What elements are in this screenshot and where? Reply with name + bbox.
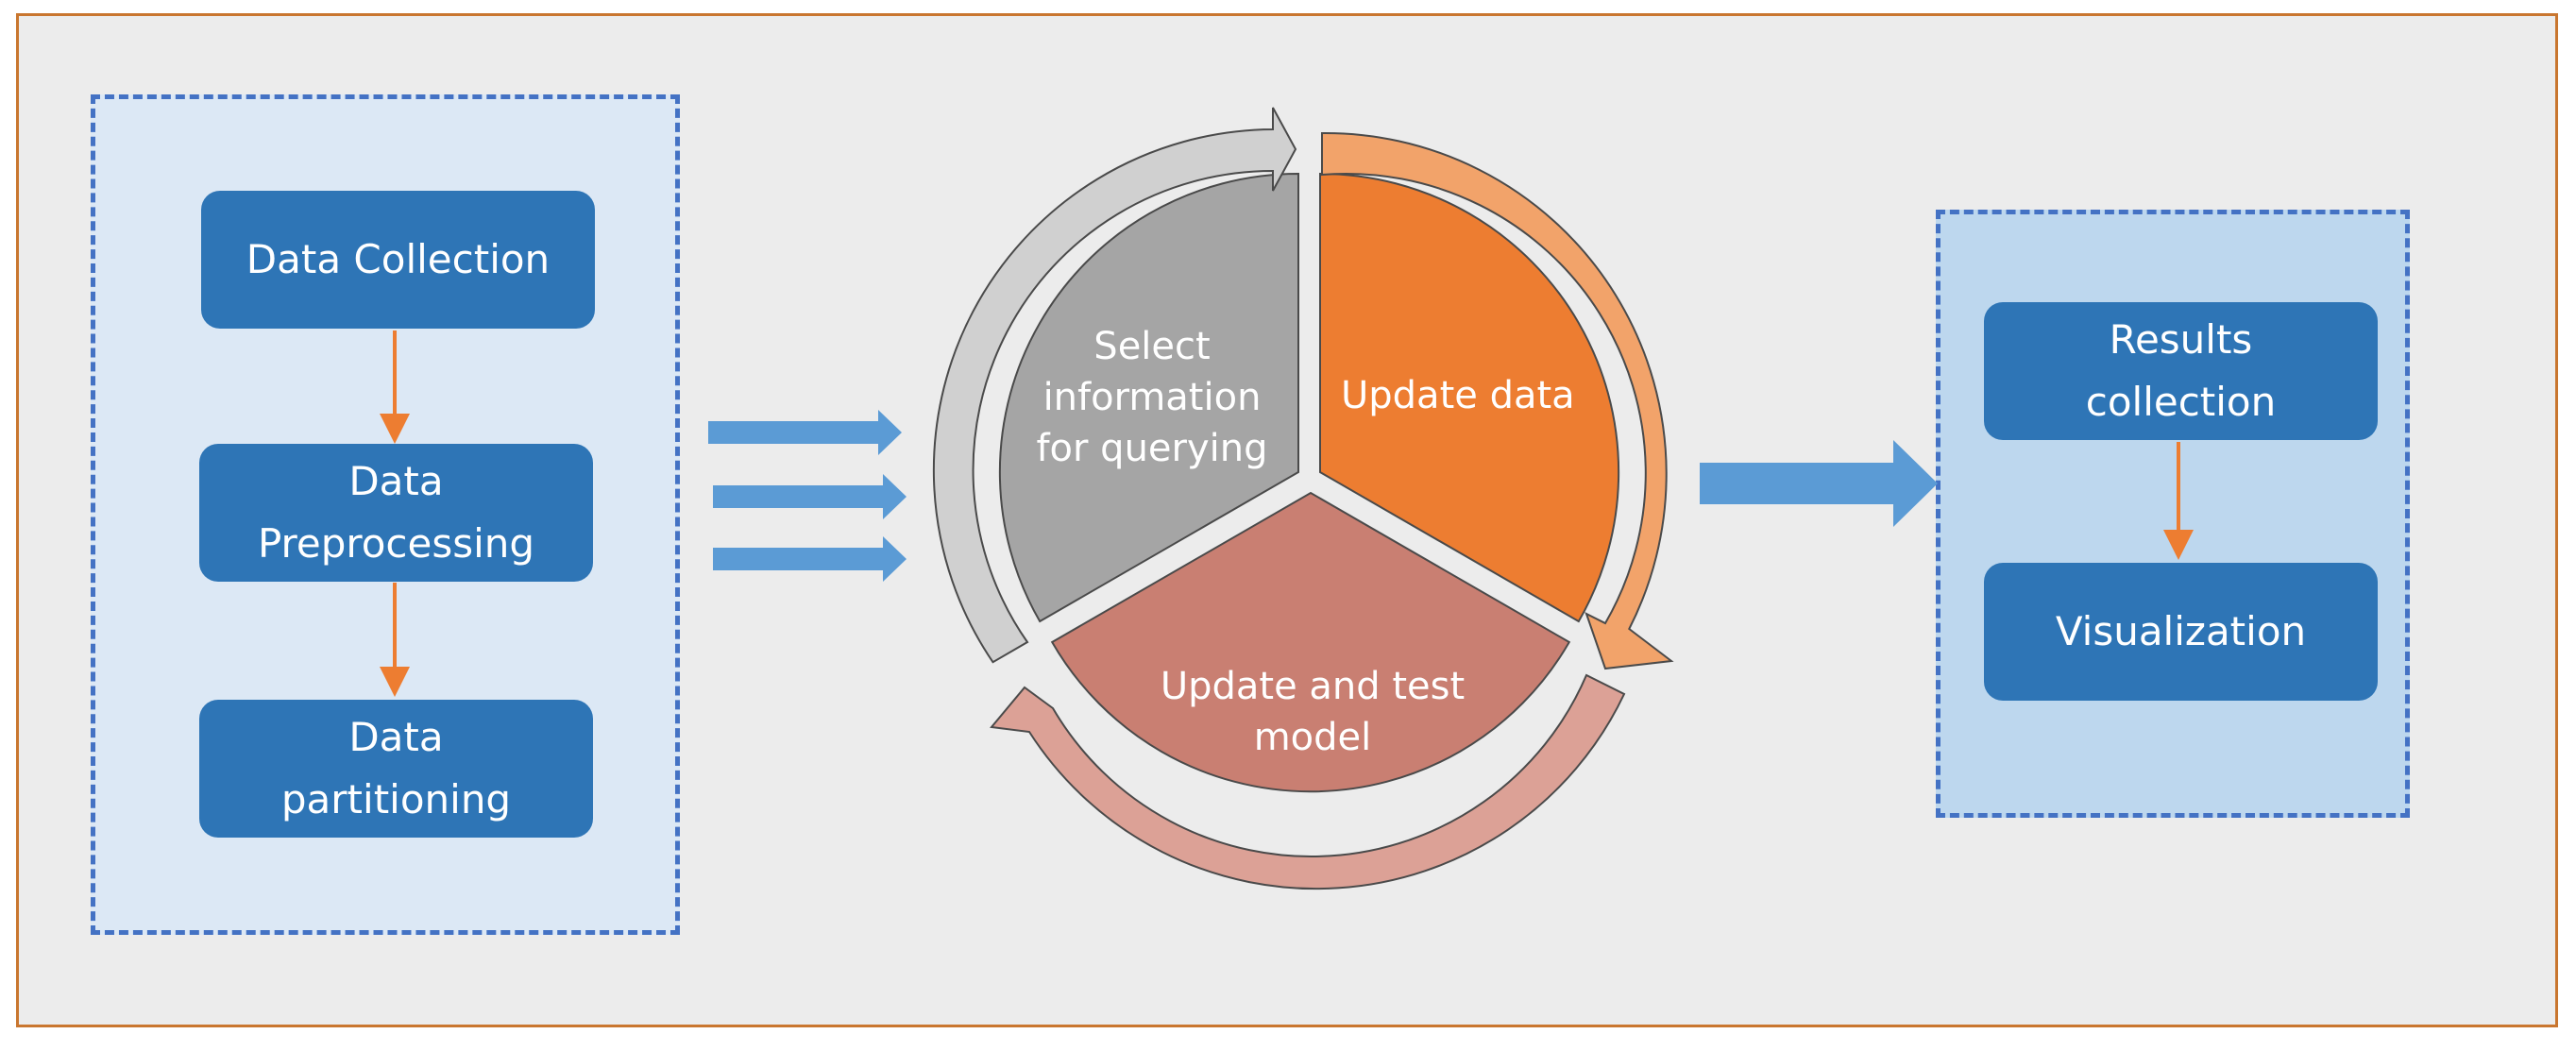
segment-update-model	[1050, 491, 1571, 793]
segment-update-data	[1319, 172, 1620, 623]
data-partitioning-label-line2: partitioning	[280, 776, 512, 822]
data-collection-box: Data Collection	[201, 191, 595, 329]
segment-select-information	[998, 172, 1299, 623]
visualization-box: Visualization	[1984, 563, 2378, 701]
data-collection-label: Data Collection	[246, 236, 551, 282]
select-information-line3: for querying	[1036, 427, 1268, 470]
data-preprocessing-label-line1: Data	[348, 458, 444, 504]
input-arrow-1	[708, 410, 902, 455]
data-preprocessing-label-line2: Preprocessing	[257, 520, 535, 567]
input-arrow-2	[713, 474, 907, 519]
update-model-label: Update and test model	[1143, 661, 1483, 763]
cycle-arrow-gray	[932, 107, 1297, 664]
input-arrow-3	[713, 536, 907, 582]
update-model-line1: Update and test	[1160, 665, 1466, 708]
data-partitioning-label-line1: Data	[348, 714, 444, 760]
cycle-arrow-orange	[1321, 131, 1674, 670]
visualization-label: Visualization	[2055, 608, 2307, 654]
update-data-label: Update data	[1341, 370, 1605, 421]
data-partitioning-box: Data partitioning	[199, 700, 593, 838]
update-data-text: Update data	[1341, 374, 1575, 417]
select-information-line2: information	[1042, 376, 1262, 419]
cycle-arrow-rose	[990, 673, 1626, 890]
data-preprocessing-box: Data Preprocessing	[199, 444, 593, 582]
results-collection-label-line2: collection	[2085, 379, 2277, 425]
output-arrow	[1700, 440, 1938, 527]
select-information-label: Select information for querying	[1025, 321, 1280, 474]
results-collection-box: Results collection	[1984, 302, 2378, 440]
update-model-line2: model	[1253, 716, 1372, 759]
results-collection-label-line1: Results	[2109, 316, 2253, 363]
select-information-line1: Select	[1093, 325, 1211, 368]
